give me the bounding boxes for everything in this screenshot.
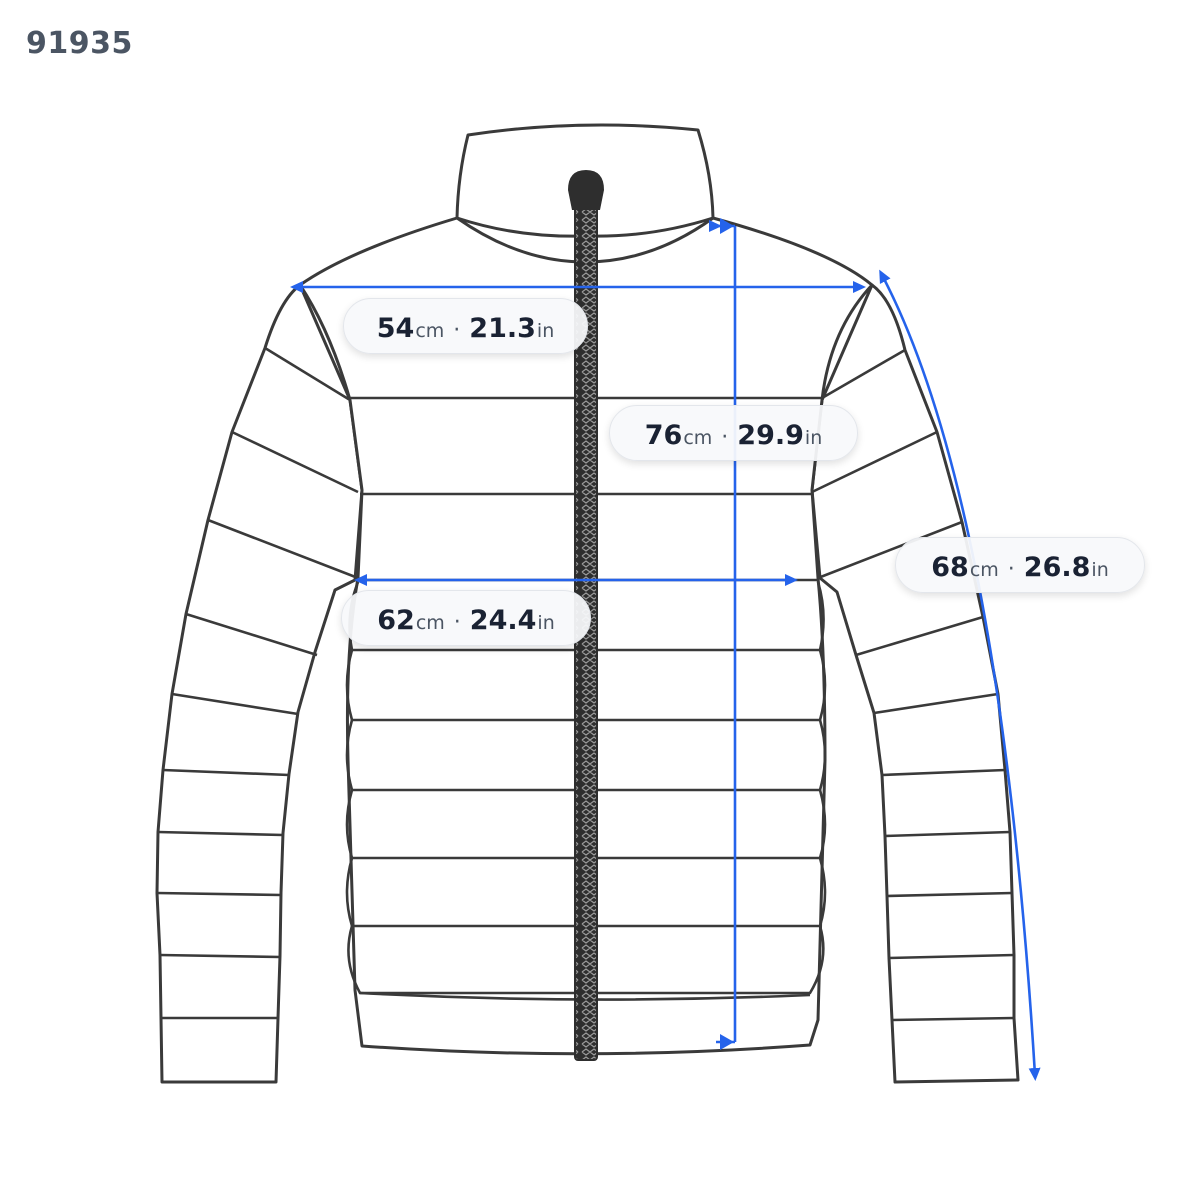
right-sleeve xyxy=(810,283,1020,1084)
sleeve-inch-value: 26.8 xyxy=(1023,552,1091,583)
waist-inch-value: 24.4 xyxy=(469,605,537,636)
chest-separator: · xyxy=(453,318,461,343)
waist-separator: · xyxy=(453,610,461,635)
length-inch-unit: in xyxy=(804,427,823,449)
length-cm-value: 76 xyxy=(644,420,683,451)
sleeve-separator: · xyxy=(1007,557,1015,582)
sleeve-inch-unit: in xyxy=(1091,559,1109,581)
waist-cm-unit: cm xyxy=(415,612,445,634)
chest-cm-unit: cm xyxy=(415,320,445,342)
chest-inch-value: 21.3 xyxy=(469,313,536,344)
length-separator: · xyxy=(721,425,729,450)
chest-inch-unit: in xyxy=(536,320,555,342)
waist-inch-unit: in xyxy=(537,612,555,634)
sleeve-measurement-label: 68 cm · 26.8 in xyxy=(895,537,1145,593)
left-sleeve xyxy=(155,283,364,1084)
length-cm-unit: cm xyxy=(683,427,713,449)
zipper-pull xyxy=(568,170,604,210)
sleeve-cm-value: 68 xyxy=(931,552,969,583)
product-code: 91935 xyxy=(26,26,133,61)
length-measurement-label: 76 cm · 29.9 in xyxy=(609,405,858,461)
length-inch-value: 29.9 xyxy=(737,420,804,451)
waist-measurement-label: 62 cm · 24.4 in xyxy=(341,590,591,646)
chest-cm-value: 54 xyxy=(376,313,415,344)
waist-cm-value: 62 xyxy=(377,605,415,636)
sleeve-cm-unit: cm xyxy=(969,559,999,581)
chest-measurement-label: 54 cm · 21.3 in xyxy=(343,298,588,354)
